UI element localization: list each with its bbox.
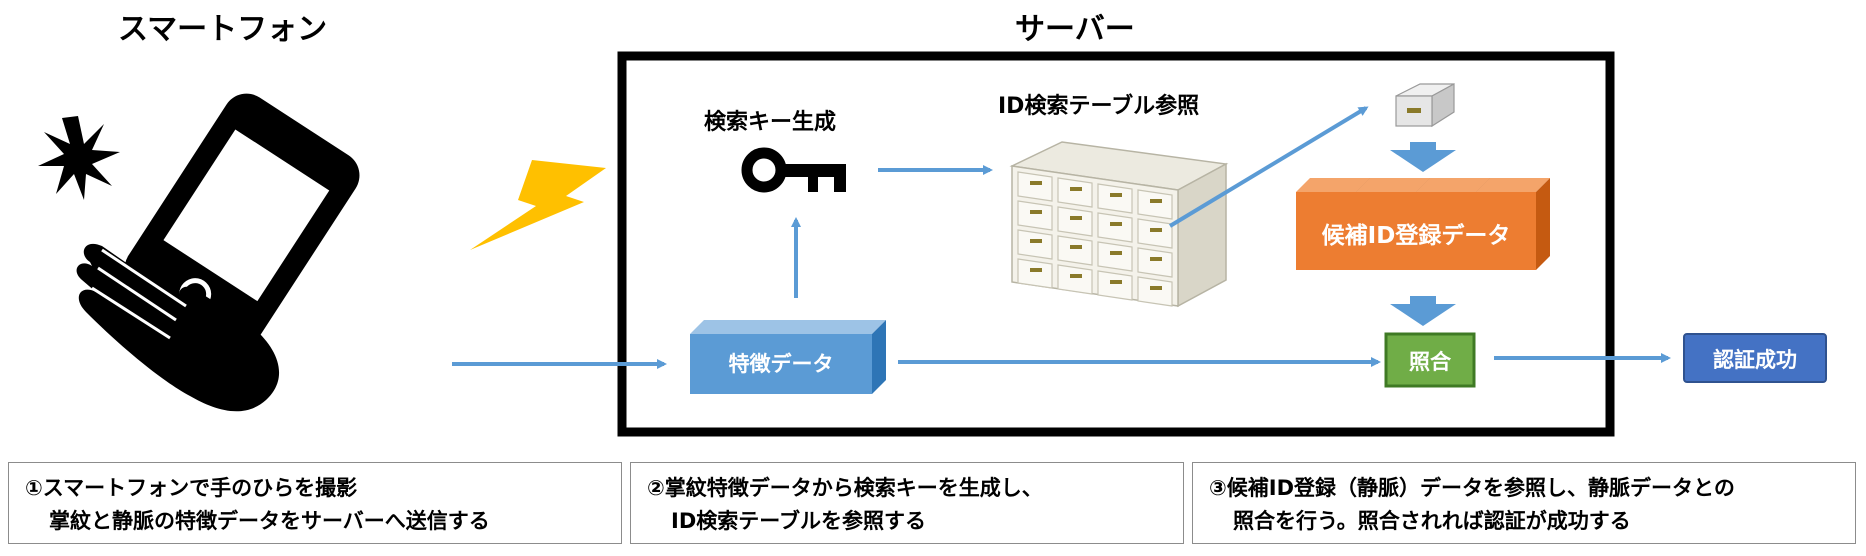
step-2-line2: ID検索テーブルを参照する <box>671 509 926 533</box>
key-icon <box>741 147 846 193</box>
key-generation-label: 検索キー生成 <box>704 110 837 135</box>
matching-label: 照合 <box>1409 350 1451 374</box>
step-2-line1: ②掌紋特徴データから検索キーを生成し、 <box>647 476 1043 500</box>
step-3-line2: 照合を行う。照合されれば認証が成功する <box>1233 509 1631 533</box>
filing-cabinet-icon <box>1009 141 1229 308</box>
arrow-table-to-drawer <box>1168 106 1369 228</box>
auth-success-label: 認証成功 <box>1713 348 1797 372</box>
hand-icon <box>76 243 280 412</box>
candidate-id-data-box <box>1296 178 1550 270</box>
smartphone-heading: スマートフォン <box>118 12 328 47</box>
feature-data-box <box>690 320 886 394</box>
step-3-caption: ③候補ID登録（静脈）データを参照し、静脈データとの 照合を行う。照合されれば認… <box>1192 462 1856 544</box>
step-1-line2: 掌紋と静脈の特徴データをサーバーへ送信する <box>49 509 490 533</box>
lightning-icon <box>470 160 606 250</box>
auth-success-box-frame <box>1683 333 1827 383</box>
block-arrow-to-candidate <box>1390 142 1456 172</box>
step-1-line1: ①スマートフォンで手のひらを撮影 <box>25 476 358 500</box>
step-3-line1: ③候補ID登録（静脈）データを参照し、静脈データとの <box>1209 476 1735 500</box>
card-drawer-icon <box>1395 82 1455 128</box>
server-heading: サーバー <box>1015 12 1135 47</box>
flash-burst-icon <box>38 116 120 200</box>
step-1-caption: ①スマートフォンで手のひらを撮影 掌紋と静脈の特徴データをサーバーへ送信する <box>8 462 622 544</box>
diagram-canvas <box>38 51 1827 437</box>
step-captions: ①スマートフォンで手のひらを撮影 掌紋と静脈の特徴データをサーバーへ送信する ②… <box>0 462 1866 556</box>
server-frame <box>617 51 1615 437</box>
matching-box-frame <box>1384 332 1476 388</box>
table-lookup-label: ID検索テーブル参照 <box>998 94 1200 119</box>
step-2-caption: ②掌紋特徴データから検索キーを生成し、 ID検索テーブルを参照する <box>630 462 1184 544</box>
feature-data-label: 特徴データ <box>728 352 834 376</box>
candidate-id-data-label: 候補ID登録データ <box>1321 223 1511 249</box>
block-arrow-to-matching <box>1390 296 1456 326</box>
